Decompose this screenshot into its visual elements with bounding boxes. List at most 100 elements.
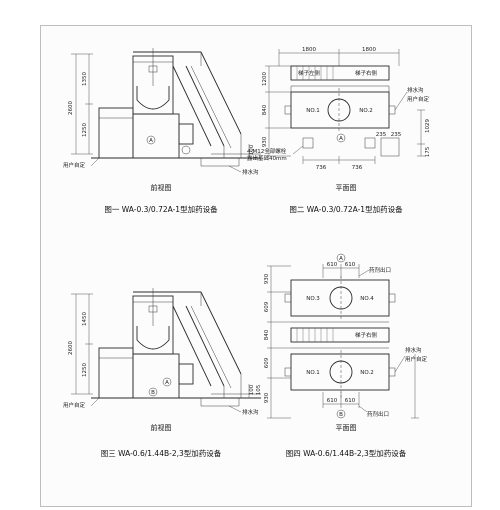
fig2-dim-930: 930 bbox=[262, 136, 268, 147]
fig2-dim-1200: 1200 bbox=[262, 72, 268, 86]
svg-text:B: B bbox=[151, 390, 155, 396]
fig3-front-view: 2600 1450 1250 A B 100 105 排水沟 用户自定 bbox=[63, 288, 262, 458]
fig3-view-title: 前视图 bbox=[151, 423, 172, 432]
drawing-sheet: 2600 1350 1250 A 100 bbox=[40, 25, 472, 507]
fig3-dim-105: 105 bbox=[256, 384, 262, 395]
fig4-dim-930-a: 930 bbox=[264, 273, 270, 284]
fig4-ladder-hatching bbox=[296, 328, 334, 342]
fig3-dim-1250: 1250 bbox=[82, 363, 88, 377]
svg-text:A: A bbox=[165, 380, 169, 386]
fig2-ladder-right-label: 梯子右侧 bbox=[355, 69, 378, 77]
fig2-caption: 图二 WA-0.3/0.72A-1型加药设备 bbox=[289, 204, 403, 214]
fig2-dim-736-a: 736 bbox=[316, 165, 327, 171]
fig4-tank-no1: NO.1 bbox=[306, 370, 319, 376]
fig1-dim-1250: 1250 bbox=[82, 123, 88, 137]
fig2-dim-736-b: 736 bbox=[352, 165, 363, 171]
fig2-dim-1800-b: 1800 bbox=[362, 47, 376, 53]
fig4-dim-610-c: 610 bbox=[327, 398, 338, 404]
fig2-ladder-platform bbox=[290, 65, 390, 81]
fig4-lower-mixer bbox=[329, 360, 353, 384]
fig1-dim-1350: 1350 bbox=[82, 72, 88, 86]
fig4-dim-609-a: 609 bbox=[264, 301, 270, 312]
svg-text:A: A bbox=[339, 256, 343, 262]
fig2-base-frame bbox=[380, 137, 400, 157]
fig4-tank-no3: NO.3 bbox=[306, 296, 320, 302]
fig2-base-label: 露出基础40mm bbox=[247, 154, 287, 162]
fig1-front-view: 2600 1350 1250 A 100 bbox=[63, 48, 261, 214]
fig4-caption: 图四 WA-0.6/1.44B-2,3型加药设备 bbox=[286, 448, 407, 458]
fig2-mixer-circle bbox=[327, 98, 351, 122]
fig3-pump bbox=[178, 363, 194, 385]
fig2-base-pad-left bbox=[302, 137, 314, 149]
fig2-tank-no2: NO.2 bbox=[359, 108, 372, 114]
fig4-dim-930-b: 930 bbox=[264, 392, 270, 403]
fig3-caption: 图三 WA-0.6/1.44B-2,3型加药设备 bbox=[101, 448, 222, 458]
fig3-lower-box bbox=[98, 347, 134, 399]
fig3-drain-channel bbox=[200, 398, 240, 407]
fig1-motor bbox=[148, 65, 158, 73]
fig4-plan-view: 610 610 A 药剂出口 NO.3 NO.4 梯子右侧 NO.1 NO bbox=[264, 253, 428, 458]
fig1-tank-bowl bbox=[136, 86, 170, 110]
fig1-pump bbox=[178, 123, 194, 145]
fig3-marker-a bbox=[162, 377, 172, 387]
fig1-marker-a bbox=[146, 135, 156, 145]
svg-text:B: B bbox=[339, 412, 343, 418]
fig2-base-pad-right bbox=[364, 137, 376, 149]
fig2-marker-a bbox=[336, 133, 346, 143]
fig3-user-label: 用户自定 bbox=[63, 401, 86, 409]
fig4-upper-mixer bbox=[329, 286, 353, 310]
fig1-dim-100: 100 bbox=[249, 144, 255, 155]
fig4-user-label: 用户自定 bbox=[405, 355, 428, 363]
fig1-base-frame bbox=[132, 113, 180, 159]
fig1-stair-handrail bbox=[200, 51, 242, 135]
fig3-stair-stringer bbox=[172, 305, 212, 387]
fig3-drain-label: 排水沟 bbox=[242, 408, 259, 416]
fig2-dim-1029: 1029 bbox=[425, 119, 431, 133]
fig4-drain-label: 排水沟 bbox=[405, 346, 422, 354]
fig1-lower-box bbox=[98, 107, 134, 159]
fig2-view-title: 平面图 bbox=[336, 184, 357, 192]
fig2-drain-label: 排水沟 bbox=[407, 86, 424, 94]
fig1-caption: 图一 WA-0.3/0.72A-1型加药设备 bbox=[104, 204, 218, 214]
svg-text:A: A bbox=[149, 138, 153, 144]
fig1-drain-channel bbox=[200, 158, 240, 167]
fig2-dim-1800-a: 1800 bbox=[302, 47, 316, 53]
fig4-view-title: 平面图 bbox=[336, 424, 357, 432]
fig4-marker-a-top bbox=[336, 253, 346, 263]
fig3-base-frame bbox=[132, 353, 180, 399]
fig1-dim-2600: 2600 bbox=[68, 101, 74, 115]
fig2-ladder-left-label: 梯子左侧 bbox=[298, 69, 321, 77]
fig4-marker-b-bottom bbox=[336, 409, 346, 419]
fig3-dim-1450: 1450 bbox=[82, 312, 88, 326]
fig4-outlet-bottom-label: 药剂出口 bbox=[367, 410, 389, 418]
fig4-dim-610-a: 610 bbox=[327, 262, 338, 268]
fig2-dim-235-a: 235 bbox=[376, 132, 387, 138]
fig2-dim-175: 175 bbox=[425, 146, 431, 157]
fig4-dim-840: 840 bbox=[264, 329, 270, 340]
fig2-bolt-label: 4-M12全部螺栓 bbox=[247, 147, 287, 155]
fig3-dim-100: 100 bbox=[249, 384, 255, 395]
fig1-stair-stringer bbox=[172, 65, 212, 147]
fig4-tank-no4: NO.4 bbox=[360, 296, 374, 302]
engineering-drawing: 2600 1350 1250 A 100 bbox=[63, 47, 431, 458]
fig2-tank-no1: NO.1 bbox=[306, 108, 319, 114]
fig4-outlet-top-label: 药剂出口 bbox=[369, 266, 391, 274]
fig1-user-label: 用户自定 bbox=[63, 161, 86, 169]
fig3-tank-bowl bbox=[136, 326, 170, 350]
fig1-drain-label: 排水沟 bbox=[242, 168, 259, 176]
svg-text:A: A bbox=[339, 136, 343, 142]
fig4-ladder-right-label: 梯子右侧 bbox=[355, 331, 378, 339]
fig4-dim-610-d: 610 bbox=[345, 398, 356, 404]
fig4-dim-610-b: 610 bbox=[345, 262, 356, 268]
fig3-dim-2600: 2600 bbox=[68, 341, 74, 355]
fig1-view-title: 前视图 bbox=[151, 183, 172, 192]
fig3-marker-b bbox=[148, 387, 158, 397]
fig2-ladder-hatching bbox=[296, 66, 334, 80]
fig4-tank-no2: NO.2 bbox=[360, 370, 373, 376]
fig4-ladder-platform bbox=[290, 327, 390, 343]
fig4-dim-609-b: 609 bbox=[264, 357, 270, 368]
fig2-dim-235-b: 235 bbox=[391, 132, 402, 138]
fig2-dim-840: 840 bbox=[262, 104, 268, 115]
fig2-plan-view: 1800 1800 梯子左侧 梯子右侧 NO.1 NO.2 1200 840 9… bbox=[247, 47, 431, 214]
fig2-user-label: 用户自定 bbox=[407, 95, 430, 103]
